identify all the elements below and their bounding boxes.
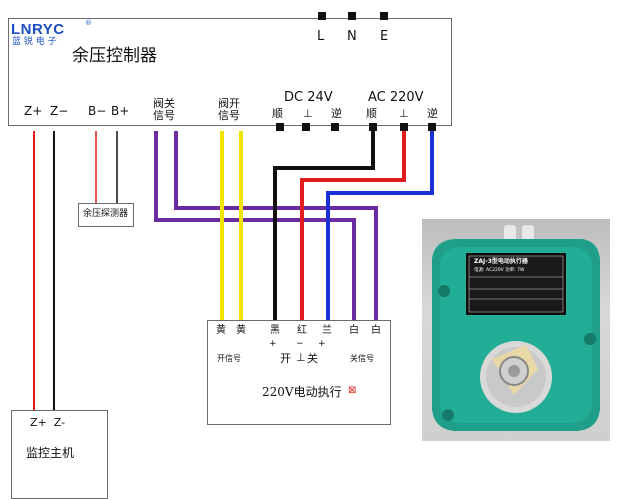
terminal-l [318, 12, 326, 20]
terminal-label-z-plus: Z+ [24, 104, 43, 118]
terminal-block-dc-cw [276, 123, 284, 131]
ac-blue-wire [326, 131, 434, 330]
power-label-l: L [317, 29, 325, 44]
terminal-block-ac-cw [369, 123, 377, 131]
dc-24v-label: DC 24V [284, 90, 333, 105]
valve-close-label-1: 阀关 [153, 97, 175, 110]
logo-text: LNRYC [11, 21, 65, 38]
open-signal-label: 开信号 [217, 354, 241, 363]
polarity-minus: − [296, 339, 304, 349]
terminal-block-dc-common [302, 123, 310, 131]
wire-label-black: 黑 [270, 325, 280, 336]
monitor-terminal-labels: Z+ Z- [30, 416, 66, 429]
terminal-label-z-minus: Z− [50, 104, 69, 118]
power-label-e: E [380, 29, 389, 44]
polarity-plus-2: + [318, 339, 326, 349]
ac-black-wire [273, 131, 375, 330]
valve-close-label-2: 信号 [153, 109, 175, 122]
wire-label-white-1: 白 [349, 325, 359, 336]
monitor-host-box: Z+ Z- 监控主机 [11, 410, 108, 499]
direction-open: 开 [280, 352, 291, 365]
wire-label-white-2: 白 [371, 325, 381, 336]
pressure-sensor-box: 余压探测器 [78, 203, 134, 227]
wire-label-yellow-2: 黄 [236, 325, 246, 336]
valve-open-label-1: 阀开 [218, 97, 240, 110]
ac-term-common: ⊥ [399, 107, 409, 120]
ac-term-cw: 顺 [366, 107, 377, 120]
logo-reg-mark: ® [85, 19, 92, 27]
ac-220v-label: AC 220V [368, 90, 424, 105]
actuator-title: 220V电动执行 [262, 385, 342, 399]
ac-term-ccw: 逆 [427, 107, 438, 120]
wire-label-yellow-1: 黄 [216, 325, 226, 336]
actuator-mark-icon: ⊠ [348, 385, 357, 396]
direction-close: 关 [307, 352, 318, 365]
terminal-block-dc-ccw [331, 123, 339, 131]
actuator-product-photo: ZAJ-3型电动执行器 电源: AC220V 功率: 7W [422, 219, 610, 441]
dc-term-common: ⊥ [303, 107, 313, 120]
polarity-plus-1: + [269, 339, 277, 349]
terminal-e [380, 12, 388, 20]
dc-term-ccw: 逆 [331, 107, 342, 120]
logo-subtitle: 蓝 锐 电 子 [12, 37, 57, 47]
monitor-host-label: 监控主机 [26, 446, 75, 460]
close-signal-wire-1 [154, 131, 356, 330]
terminal-label-b-plus: B+ [111, 104, 130, 118]
power-label-n: N [347, 29, 357, 44]
terminal-block-ac-ccw [428, 123, 436, 131]
controller-box [8, 18, 452, 126]
nameplate-title: ZAJ-3型电动执行器 [474, 258, 528, 265]
dc-term-cw: 顺 [272, 107, 283, 120]
wire-label-blue: 兰 [322, 325, 332, 336]
terminal-label-b-minus: B− [88, 104, 107, 118]
wire-label-red: 红 [297, 325, 307, 336]
nameplate-line: 电源: AC220V 功率: 7W [474, 268, 525, 273]
valve-open-label-2: 信号 [218, 109, 240, 122]
pressure-sensor-label: 余压探测器 [83, 209, 129, 219]
actuator-illustration [432, 225, 600, 431]
close-signal-label: 关信号 [350, 354, 374, 363]
terminal-n [348, 12, 356, 20]
ac-red-wire [300, 131, 406, 330]
terminal-block-ac-common [400, 123, 408, 131]
direction-common: ⊥ [296, 351, 306, 364]
controller-title: 余压控制器 [72, 46, 157, 66]
actuator-box [207, 320, 391, 425]
